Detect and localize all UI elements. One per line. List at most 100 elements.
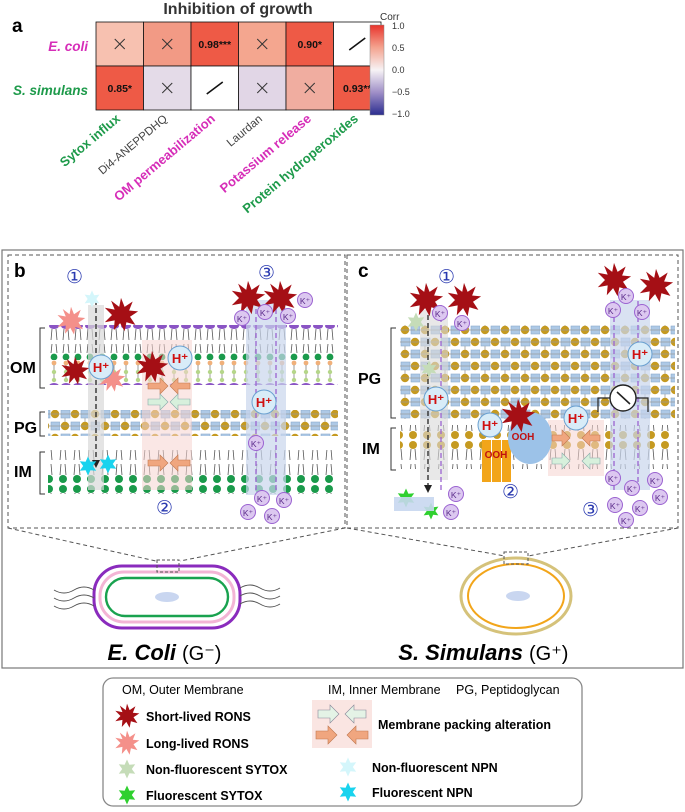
svg-text:K⁺: K⁺ (267, 512, 278, 522)
potassium-ions: K⁺ K⁺ K⁺ K⁺ K⁺ K⁺ K⁺ K⁺ K⁺ (234, 292, 313, 524)
svg-text:K⁺: K⁺ (655, 493, 666, 503)
panel-b: b OM PG IM H⁺ H⁺ (7, 254, 346, 665)
colorbar-tick-m05: −0.5 (392, 87, 410, 97)
panel-c-label: c (358, 261, 369, 282)
svg-text:K⁺: K⁺ (237, 314, 248, 324)
colorbar-label: Corr (380, 12, 400, 23)
step-1-marker-c: ① (438, 267, 455, 288)
legend-short-rons-label: Short-lived RONS (146, 710, 251, 724)
legend-packing-symbol (312, 700, 372, 748)
svg-text:K⁺: K⁺ (251, 439, 262, 449)
colorbar-tick-m1: −1.0 (392, 109, 410, 119)
row-label-s-simulans: S. simulans (13, 83, 89, 98)
svg-text:K⁺: K⁺ (446, 508, 457, 518)
not-significant-mark (256, 38, 268, 50)
colorbar-tick-05: 0.5 (392, 43, 405, 53)
gram-label-b: (G⁻) (182, 643, 221, 665)
colorbar-tick-0: 0.0 (392, 65, 405, 75)
proton-icon: H⁺ (256, 395, 272, 410)
svg-text:K⁺: K⁺ (627, 484, 638, 494)
not-applicable-mark (206, 81, 224, 95)
not-significant-mark (256, 82, 268, 94)
not-applicable-mark (348, 37, 366, 51)
correlation-value: 0.93** (343, 83, 373, 95)
svg-text:K⁺: K⁺ (283, 312, 294, 322)
svg-text:K⁺: K⁺ (608, 474, 619, 484)
s-simulans-cell (459, 551, 573, 636)
svg-text:K⁺: K⁺ (451, 490, 462, 500)
npn-off-star (84, 290, 100, 308)
layer-label-pg-c: PG (358, 371, 381, 388)
legend: OM, Outer Membrane IM, Inner Membrane PG… (102, 677, 583, 807)
step-2-marker: ② (156, 498, 173, 519)
svg-text:K⁺: K⁺ (635, 504, 646, 514)
svg-text:K⁺: K⁺ (621, 516, 632, 526)
legend-npn-off-label: Non-fluorescent NPN (372, 761, 498, 775)
heatmap-grid: 0.98***0.90*0.85*0.93** (95, 21, 382, 111)
correlation-value: 0.90* (297, 39, 322, 51)
column-labels: Sytox influx Di4-ANEPPDHQ OM permeabiliz… (57, 110, 361, 216)
layer-label-im: IM (14, 464, 32, 481)
legend-npn-on-label: Fluorescent NPN (372, 786, 473, 800)
short-rons-burst (639, 268, 674, 303)
layer-label-pg: PG (14, 420, 37, 437)
panel-b-label: b (14, 261, 26, 282)
heatmap-title: Inhibition of growth (163, 1, 312, 18)
svg-text:K⁺: K⁺ (608, 306, 619, 316)
layer-label-im-c: IM (362, 441, 380, 458)
not-significant-mark (304, 82, 316, 94)
organism-name-s-simulans: S. Simulans (398, 640, 523, 665)
legend-abbrev-om: OM, Outer Membrane (122, 683, 244, 697)
svg-text:K⁺: K⁺ (243, 508, 254, 518)
proton-icon: H⁺ (172, 351, 188, 366)
colorbar: Corr 1.0 0.5 0.0 −0.5 −1.0 (369, 12, 410, 119)
gram-label-c: (G⁺) (529, 643, 568, 665)
colorbar-gradient (369, 24, 385, 116)
svg-text:K⁺: K⁺ (621, 292, 632, 302)
row-label-e-coli: E. coli (48, 39, 88, 54)
organism-name-e-coli: E. Coli (108, 640, 177, 665)
legend-sytox-off-label: Non-fluorescent SYTOX (146, 763, 288, 777)
proton-icon: H⁺ (568, 411, 584, 426)
correlation-value: 0.98*** (198, 39, 232, 51)
not-significant-mark (161, 82, 173, 94)
step-3-marker: ③ (258, 263, 275, 284)
packing-alteration-arrows-c (551, 429, 601, 470)
heatmap-cell (285, 21, 334, 67)
not-significant-mark (161, 38, 173, 50)
colorbar-tick-1: 1.0 (392, 21, 405, 31)
svg-text:K⁺: K⁺ (650, 476, 661, 486)
panel-b-inset-frame (7, 254, 346, 529)
proton-icon: H⁺ (482, 418, 498, 433)
dna-strand (394, 497, 434, 511)
step-3-marker-c: ③ (582, 500, 599, 521)
panel-a-label: a (12, 16, 23, 37)
step-2-marker-c: ② (502, 482, 519, 503)
proton-icon: H⁺ (93, 360, 109, 375)
membrane-potential-meter (597, 384, 649, 412)
col-label-laurdan: Laurdan (225, 113, 265, 149)
legend-abbrev-im: IM, Inner Membrane (328, 683, 441, 697)
svg-text:K⁺: K⁺ (260, 308, 271, 318)
panel-c: c PG IM OOH OOH (346, 254, 679, 665)
legend-sytox-on-label: Fluorescent SYTOX (146, 789, 263, 803)
svg-text:K⁺: K⁺ (279, 496, 290, 506)
proton-icon: H⁺ (632, 347, 648, 362)
panel-c-inset-frame (346, 254, 679, 529)
packing-alteration-arrows (147, 377, 191, 472)
svg-text:K⁺: K⁺ (610, 501, 621, 511)
svg-text:K⁺: K⁺ (435, 309, 446, 319)
svg-text:K⁺: K⁺ (257, 494, 268, 504)
hydroperoxide-label: OOH (485, 450, 508, 461)
layer-label-om: OM (10, 360, 36, 377)
panel-a: a Inhibition of growth 0.98***0.90*0.85*… (12, 1, 410, 216)
svg-text:K⁺: K⁺ (300, 296, 311, 306)
step-1-marker: ① (66, 267, 83, 288)
proton-icon: H⁺ (428, 392, 444, 407)
potassium-ions-c: K⁺ K⁺ K⁺ K⁺ K⁺ K⁺ K⁺ K⁺ K⁺ K⁺ K⁺ K⁺ K⁺ K… (432, 288, 668, 528)
svg-text:K⁺: K⁺ (637, 308, 648, 318)
hydroperoxide-label: OOH (512, 432, 535, 443)
not-significant-mark (114, 38, 126, 50)
svg-text:K⁺: K⁺ (457, 319, 468, 329)
